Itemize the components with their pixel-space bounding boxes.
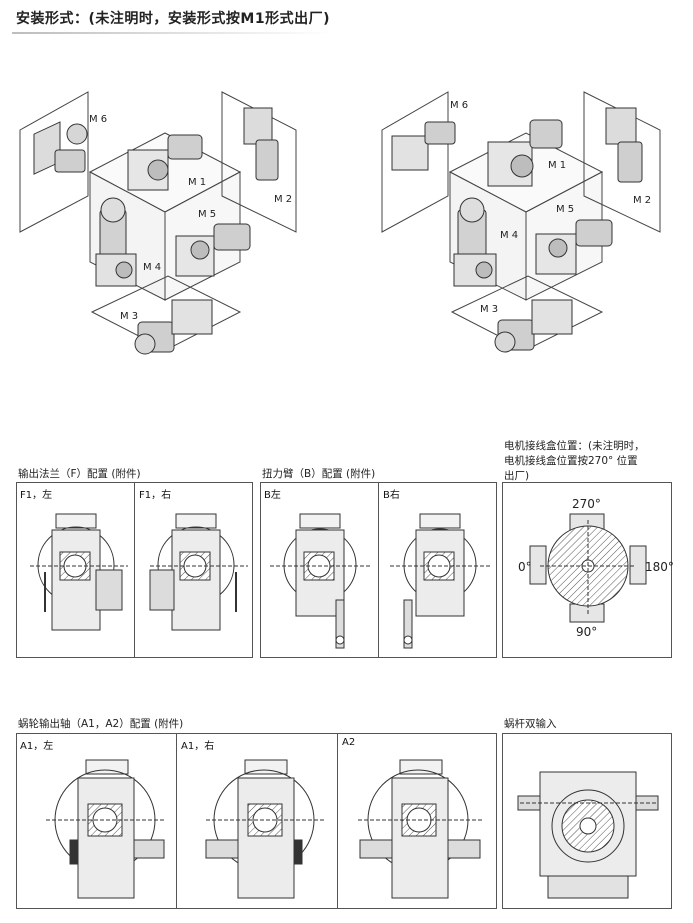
- cell-label-a1-left: A1，左: [20, 741, 54, 752]
- angle-label-270: 270°: [572, 497, 601, 511]
- cell-label-f1-right: F1，右: [139, 490, 172, 501]
- cell-label-a2: A2: [342, 737, 356, 748]
- panel-divider: [337, 733, 338, 909]
- cell-label-b-right: B右: [383, 490, 400, 501]
- position-label-m5-left: M 5: [198, 209, 217, 220]
- panel-divider: [134, 482, 135, 658]
- position-label-m1-left: M 1: [188, 177, 207, 188]
- panel-divider: [378, 482, 379, 658]
- terminal-box-caption-line-3: 出厂): [504, 470, 530, 482]
- position-label-m4-left: M 4: [143, 262, 162, 273]
- cell-label-f1-left: F1，左: [20, 490, 53, 501]
- cell-label-a1-right: A1，右: [181, 741, 215, 752]
- angle-label-0: 0°: [518, 560, 532, 574]
- position-label-m2-right: M 2: [633, 195, 652, 206]
- flange-caption: 输出法兰（F）配置 (附件): [18, 468, 141, 480]
- position-label-m6-left: M 6: [89, 114, 108, 125]
- position-label-m1-right: M 1: [548, 160, 567, 171]
- double-input-caption: 蜗杆双输入: [504, 718, 557, 730]
- worm-shaft-caption: 蜗轮输出轴（A1，A2）配置 (附件): [18, 718, 184, 730]
- cell-label-b-left: B左: [264, 490, 281, 501]
- terminal-box-caption-line-1: 电机接线盒位置：(未注明时，: [504, 440, 645, 452]
- position-label-m3-left: M 3: [120, 311, 139, 322]
- title-underline: [12, 32, 332, 34]
- position-label-m6-right: M 6: [450, 100, 469, 111]
- angle-label-90: 90°: [576, 625, 598, 639]
- panel-divider: [176, 733, 177, 909]
- terminal-box-caption-line-2: 电机接线盒位置按270° 位置: [504, 455, 638, 467]
- page-title: 安装形式：(未注明时，安装形式按M1形式出厂): [16, 11, 330, 27]
- position-label-m4-right: M 4: [500, 230, 519, 241]
- position-label-m3-right: M 3: [480, 304, 499, 315]
- position-label-m5-right: M 5: [556, 204, 575, 215]
- position-label-m2-left: M 2: [274, 194, 293, 205]
- torque-arm-caption: 扭力臂（B）配置 (附件): [262, 468, 376, 480]
- angle-label-180: 180°: [645, 560, 674, 574]
